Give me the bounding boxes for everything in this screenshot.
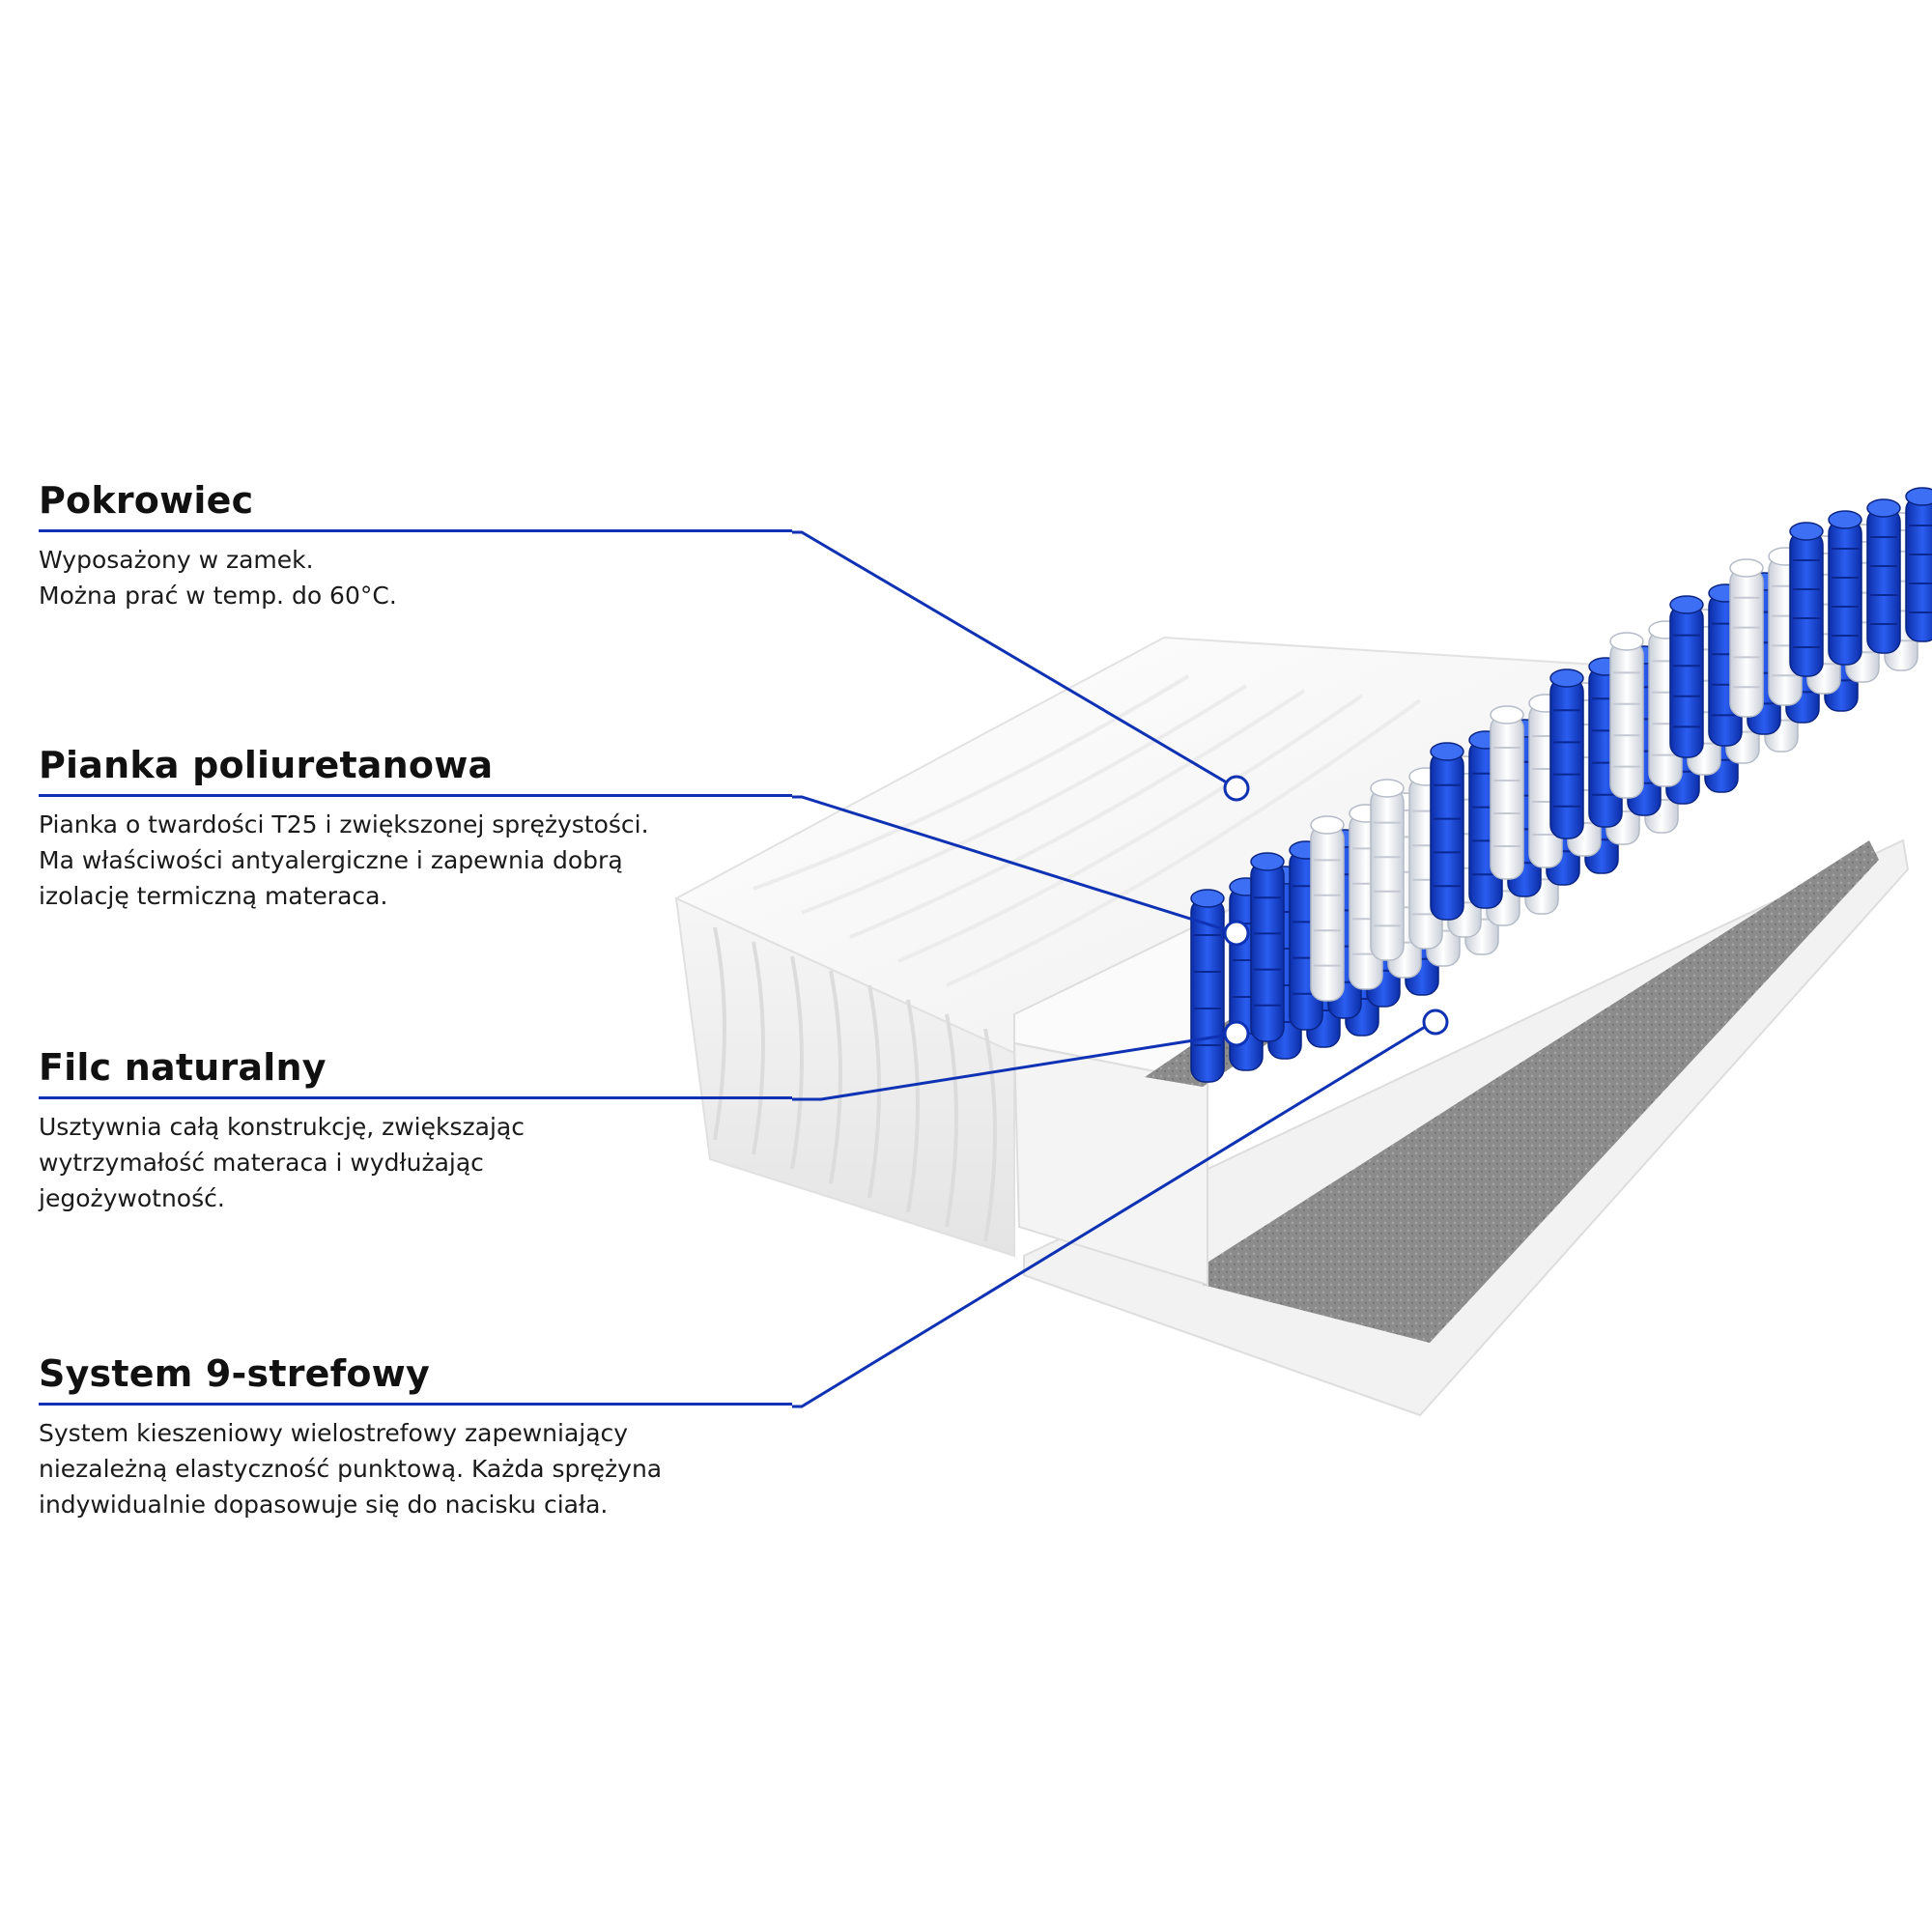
- callout-line: Pianka o twardości T25 i zwiększonej spr…: [39, 810, 649, 838]
- callout-title: Pokrowiec: [39, 479, 254, 522]
- callout-line: Usztywnia całą konstrukcję, zwiększając: [39, 1113, 525, 1141]
- spring-pocket-blue: [1549, 668, 1584, 839]
- callout-rule: [39, 794, 792, 797]
- callout-line: niezależną elastyczność punktową. Każda …: [39, 1455, 663, 1483]
- spring-pocket-blue: [1905, 487, 1932, 642]
- spring-pocket-white: [1609, 632, 1644, 799]
- dot-pianka: [1223, 920, 1250, 947]
- callout-text: Usztywnia całą konstrukcję, zwiększając …: [39, 1109, 792, 1216]
- callout-line: Ma właściwości antyalergiczne i zapewnia…: [39, 846, 623, 874]
- callout-line: izolację termiczną materaca.: [39, 882, 388, 910]
- callout-title: Filc naturalny: [39, 1046, 327, 1089]
- spring-pocket-white: [1310, 815, 1345, 1002]
- callout-line: wytrzymałość materaca i wydłużając: [39, 1149, 484, 1177]
- spring-pocket-blue: [1828, 510, 1862, 666]
- spring-pocket-blue: [1250, 852, 1285, 1042]
- callout-text: Wyposażony w zamek. Można prać w temp. d…: [39, 542, 792, 613]
- spring-pocket-blue: [1789, 522, 1824, 677]
- leader-system: [792, 1022, 1431, 1408]
- callout-line: Można prać w temp. do 60°C.: [39, 582, 397, 610]
- callout-line: System kieszeniowy wielostrefowy zapewni…: [39, 1419, 629, 1447]
- callout-line: jegożywotność.: [39, 1184, 225, 1212]
- callout-filc: Filc naturalny Usztywnia całą konstrukcj…: [39, 1046, 792, 1216]
- callout-pokrowiec: Pokrowiec Wyposażony w zamek. Można prać…: [39, 479, 792, 613]
- dot-pokrowiec: [1223, 775, 1250, 802]
- callout-title: System 9-strefowy: [39, 1352, 430, 1395]
- callout-system: System 9-strefowy System kieszeniowy wie…: [39, 1352, 792, 1522]
- spring-pocket-blue: [1430, 742, 1464, 921]
- callout-rule: [39, 529, 792, 532]
- pocket-springs: [1190, 487, 1932, 1083]
- callout-text: System kieszeniowy wielostrefowy zapewni…: [39, 1415, 792, 1522]
- spring-pocket-blue: [1190, 889, 1225, 1083]
- leader-lines: [792, 530, 1431, 1408]
- spring-pocket-white: [1490, 705, 1524, 880]
- spring-pocket-white: [1370, 779, 1405, 961]
- leader-filc: [792, 1032, 1237, 1101]
- leader-pokrowiec: [792, 530, 1237, 790]
- callout-rule: [39, 1403, 792, 1406]
- callout-line: indywidualnie dopasowuje się do nacisku …: [39, 1491, 609, 1519]
- felt-bottom: [1203, 840, 1879, 1343]
- spring-pocket-blue: [1866, 498, 1901, 654]
- callout-line: Wyposażony w zamek.: [39, 546, 314, 574]
- callout-pianka: Pianka poliuretanowa Pianka o twardości …: [39, 744, 792, 914]
- callout-rule: [39, 1096, 792, 1099]
- callout-text: Pianka o twardości T25 i zwiększonej spr…: [39, 807, 792, 914]
- leader-dots: [1223, 775, 1449, 1047]
- dot-system: [1422, 1009, 1449, 1036]
- dot-filc: [1223, 1020, 1250, 1047]
- spring-pocket-white: [1729, 558, 1764, 718]
- leader-pianka: [792, 795, 1237, 935]
- spring-pocket-blue: [1669, 595, 1704, 758]
- cover-layer: [674, 636, 1709, 1258]
- callout-title: Pianka poliuretanowa: [39, 744, 494, 786]
